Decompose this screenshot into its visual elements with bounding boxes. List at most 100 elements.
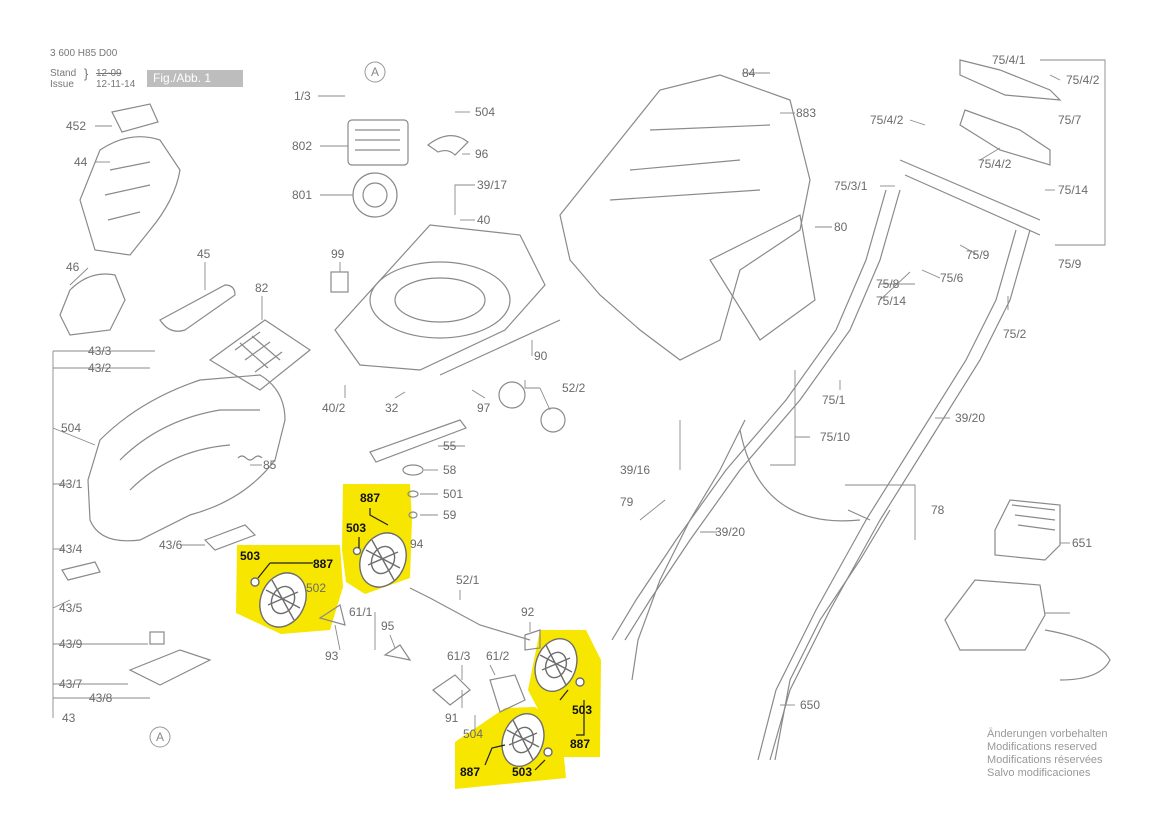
part-label: 96 [475,147,489,161]
part-label: 94 [410,537,424,551]
part-housing-left [87,374,286,542]
part-label: 651 [1072,536,1092,550]
part-clip-95 [383,644,412,661]
wheel-lower [501,713,553,767]
part-axle-90 [439,319,561,376]
part-label: 43/9 [59,637,83,651]
circle-marker-bottom [149,726,171,748]
part-label: 97 [477,401,491,415]
part-bracket-61-2 [489,674,526,713]
part-motor-802 [347,119,409,166]
part-label: 44 [74,155,88,169]
bracket-glyph: } [84,66,89,81]
callout-part: 887 [460,765,480,779]
part-label: 43/3 [88,344,112,358]
part-label: 52/2 [562,381,586,395]
part-battery-650 [994,499,1061,561]
part-bow-39-20 [739,429,861,522]
marker-label: A [371,65,379,79]
part-latch-43-4 [61,561,101,581]
part-label: 91 [445,711,459,725]
figure-label: Fig./Abb. 1 [147,70,243,87]
part-label: 99 [331,247,345,261]
stand-label: Stand [50,68,77,79]
part-charger-651 [944,579,1046,651]
part-handle-45 [159,284,236,332]
part-label: 80 [834,220,848,234]
note-line: Modifications réservées [987,754,1103,766]
part-cover-452 [111,103,159,133]
part-label: 502 [306,581,326,595]
part-label: 75/1 [822,393,846,407]
part-link-93 [318,604,346,626]
part-label: 75/14 [1058,183,1088,197]
callout-ring: 503 [346,521,366,535]
part-label: 504 [61,421,81,435]
part-bar-75-4-1 [959,59,1062,101]
leader-lines [52,59,1106,730]
part-label: 75/2 [1003,327,1027,341]
part-label: 43/8 [89,691,113,705]
wheel-left [250,572,307,628]
part-handle-tube-75-1 [769,229,1031,761]
part-rotor-801 [352,172,398,218]
issue-label: Issue [50,79,74,90]
part-label: 75/4/2 [1066,73,1100,87]
part-gear-52-2a [498,381,526,409]
note-line: Salvo modificaciones [987,767,1091,779]
callout-ring: 503 [240,549,260,563]
stand-date: 12-09 [96,68,122,79]
wheels [250,532,585,767]
part-label: 75/8 [876,277,900,291]
part-label: 79 [620,495,634,509]
callout-part: 887 [313,557,333,571]
part-label: 61/1 [349,605,373,619]
part-label: 82 [255,281,269,295]
part-upper-handle-75-6 [899,159,1041,236]
part-label: 32 [385,401,399,415]
part-label: 61/2 [486,649,510,663]
part-label: 75/9 [966,248,990,262]
part-label: 55 [443,439,457,453]
part-label: 84 [742,66,756,80]
part-label: 75/4/1 [992,53,1026,67]
part-label: 43 [62,711,76,725]
part-label: 40 [477,213,491,227]
part-screw-59 [408,511,418,519]
part-label: 501 [443,487,463,501]
circle-markers: A A [149,61,386,748]
part-label: 78 [931,503,945,517]
part-bracket-96 [426,135,469,156]
part-label: 75/4/2 [978,157,1012,171]
part-label: 43/1 [59,477,83,491]
part-label: 75/4/2 [870,113,904,127]
part-label: 504 [463,727,483,741]
part-label: 39/17 [477,178,507,192]
part-label: 43/5 [59,601,83,615]
callout-part: 887 [570,737,590,751]
note-line: Modifications reserved [987,741,1098,753]
part-spring-85 [237,455,263,461]
part-bracket-61-3 [432,674,471,706]
part-nut-501 [407,490,419,498]
part-handle-tube-75-2 [624,189,901,641]
modification-notes: Änderungen vorbehalten Modifications res… [987,728,1107,780]
part-label: 43/7 [59,677,83,691]
doc-number: 3 600 H85 D00 [50,48,118,59]
part-label: 95 [381,619,395,633]
part-lever-43-7 [128,649,212,686]
callout-part: 887 [360,491,380,505]
part-label: 75/10 [820,430,850,444]
part-cover-46 [59,273,126,336]
part-label: 39/20 [955,411,985,425]
wheel-callouts: 887 503 887 503 503 887 887 503 [240,491,592,779]
part-label: 61/3 [447,649,471,663]
part-bar-75-7 [959,109,1051,166]
note-line: Änderungen vorbehalten [987,728,1108,740]
part-blade-55 [369,419,467,463]
part-label: 883 [796,106,816,120]
part-switch-43-9 [149,631,165,645]
part-label: 93 [325,649,339,663]
part-label: 43/2 [88,361,112,375]
